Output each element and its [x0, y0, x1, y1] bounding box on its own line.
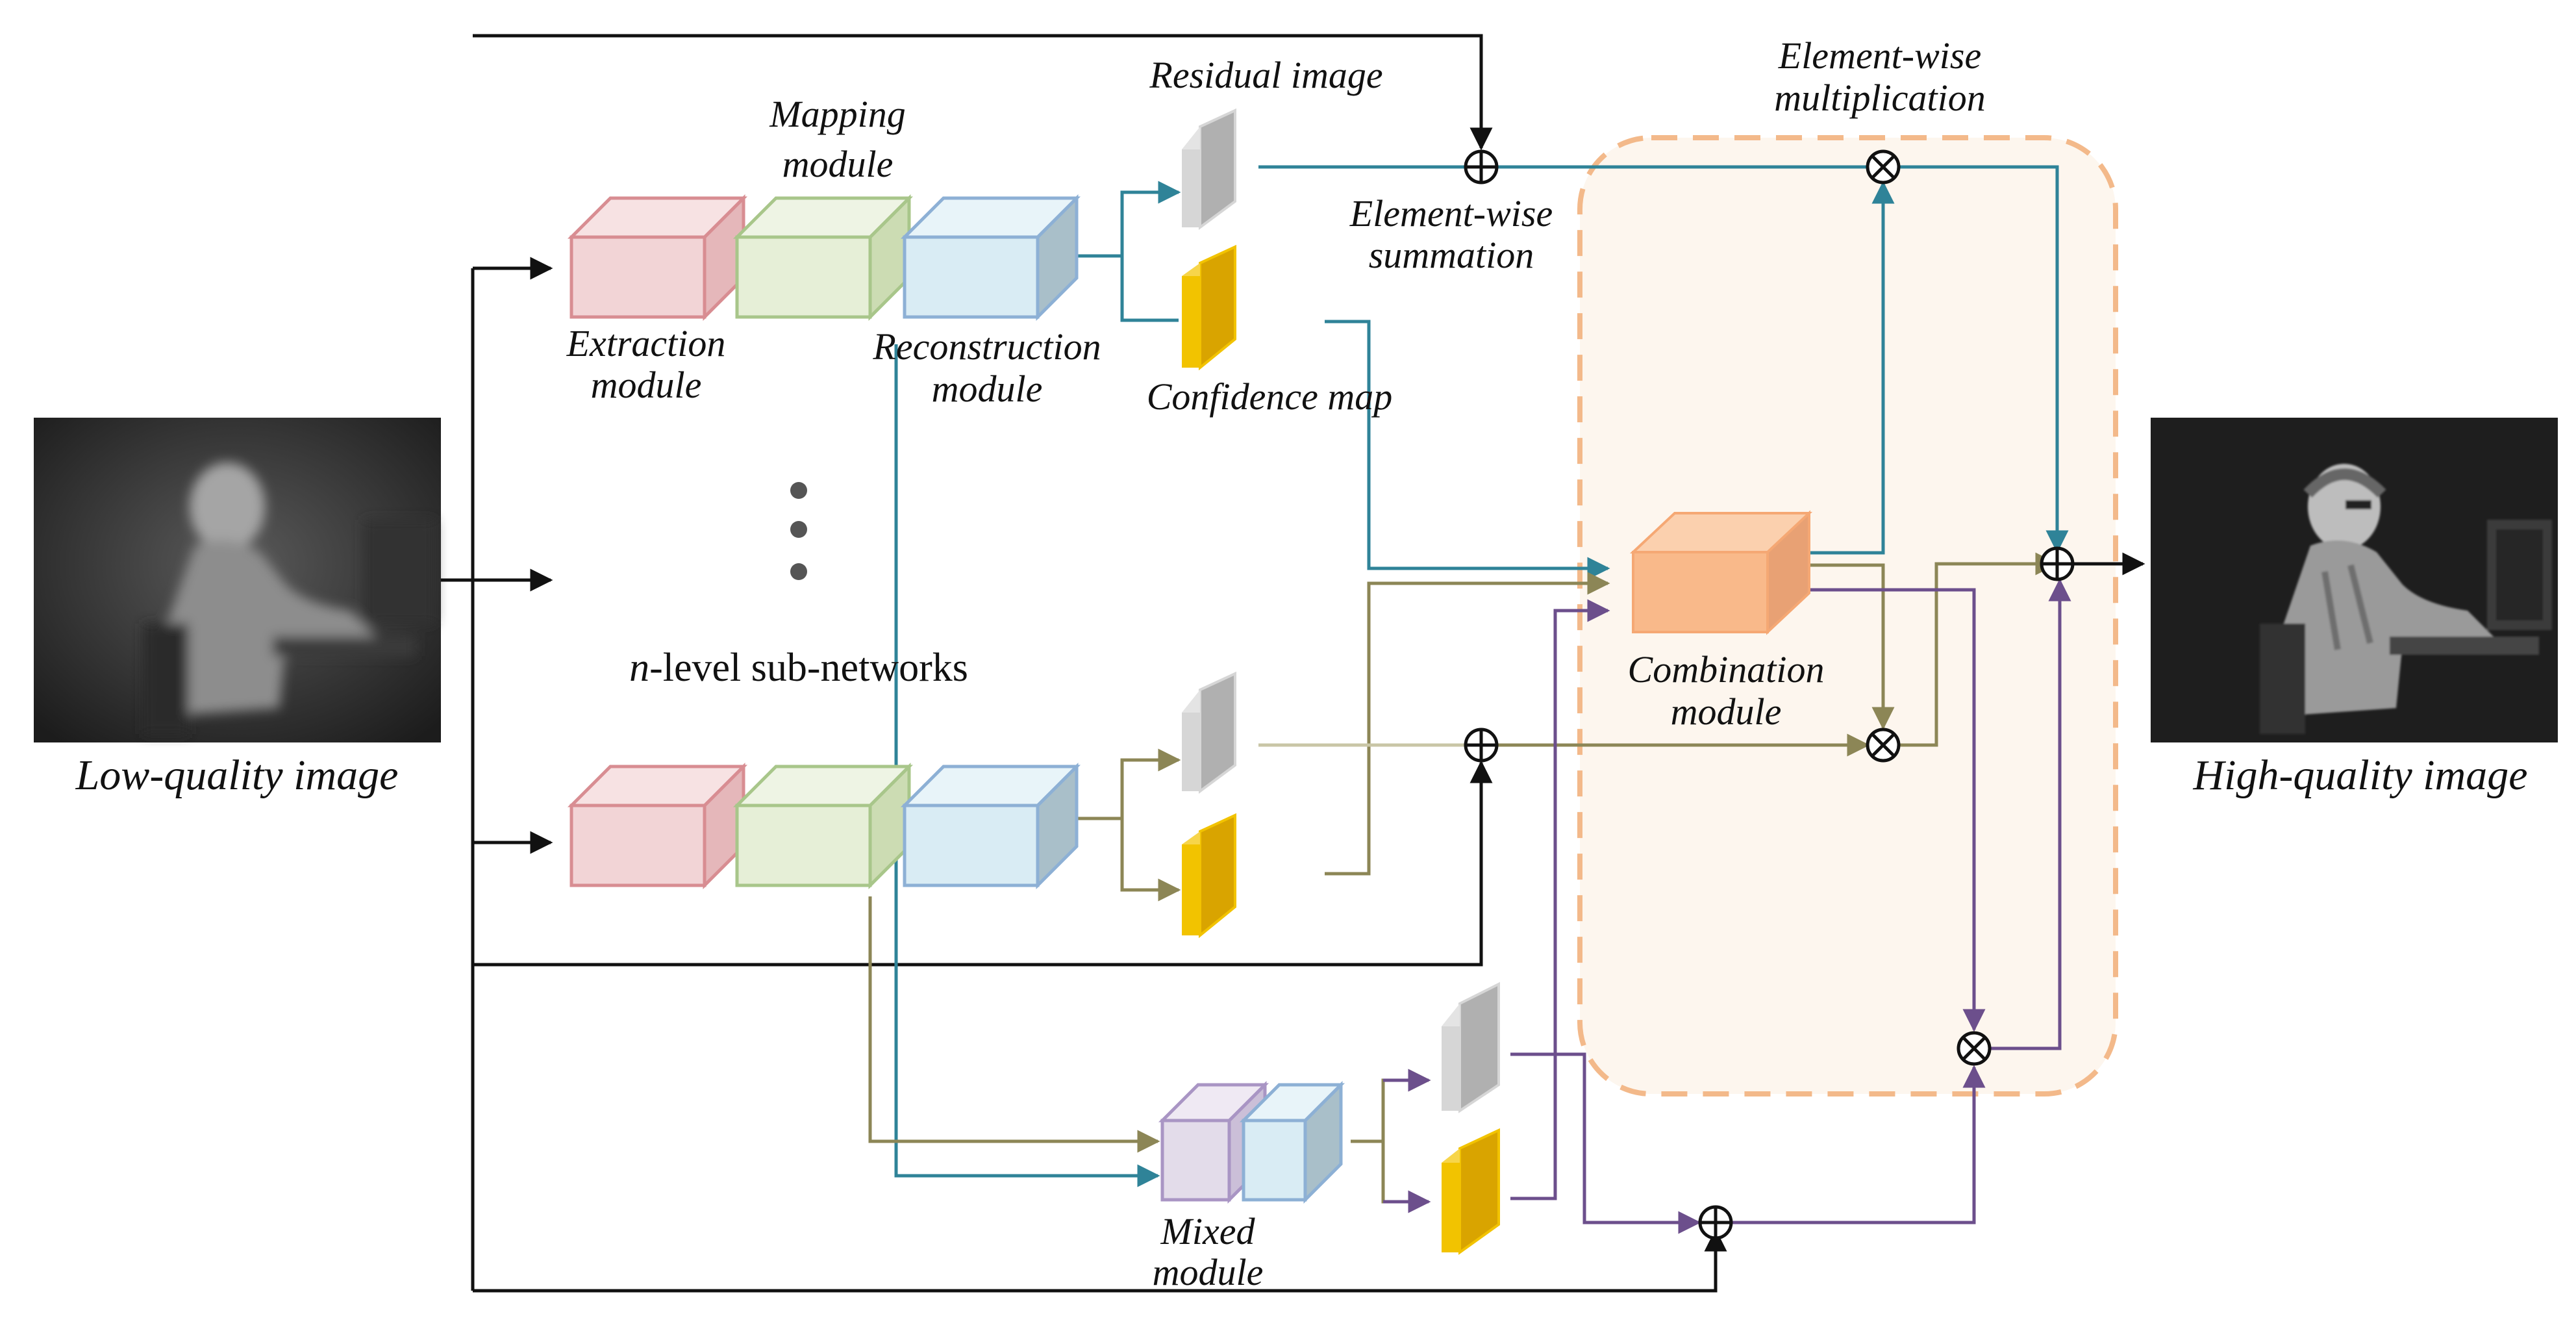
sum-operator-bottom: [1464, 728, 1499, 763]
ews-label-line2: summation: [1369, 234, 1534, 276]
high-quality-label: High-quality image: [2192, 752, 2527, 799]
reconstruction-module-bottom: [900, 762, 1081, 890]
multiply-operator-bottom: [1957, 1031, 1992, 1066]
mixed-module-blue-block: [1239, 1080, 1345, 1204]
combination-region: [1577, 135, 2118, 1096]
low-quality-label: Low-quality image: [75, 752, 399, 799]
sum-operator-mixed: [1698, 1205, 1733, 1240]
n-level-rest: -level sub-networks: [649, 646, 968, 690]
confidence-map-mixed: [1442, 1128, 1500, 1255]
black-connections: [441, 34, 2145, 1293]
confidence-map-top: [1182, 244, 1236, 371]
combination-module: [1629, 510, 1813, 635]
mixed-label-line1: Mixed: [1160, 1210, 1256, 1252]
confidence-map-label: Confidence map: [1147, 375, 1393, 418]
extraction-label-line2: module: [591, 364, 702, 406]
purple-connections: [1383, 578, 2071, 1234]
combination-label-line1: Combination: [1628, 648, 1825, 691]
teal-connections: [894, 165, 2069, 1187]
mixed-label-line2: module: [1153, 1251, 1264, 1293]
n-symbol: n: [629, 646, 649, 690]
multiply-operator-middle: [1866, 728, 1901, 763]
sum-operator-top: [1464, 149, 1499, 184]
mapping-module-bottom: [732, 762, 914, 890]
mapping-label-line1: Mapping: [769, 93, 905, 135]
residual-image-bottom: [1182, 671, 1236, 794]
confidence-map-bottom: [1182, 813, 1236, 939]
sum-operator-final: [2040, 546, 2075, 581]
residual-image-label: Residual image: [1149, 54, 1382, 96]
mapping-module-top: [732, 194, 914, 322]
reconstruction-module-top: [900, 194, 1081, 322]
extraction-module-top: [567, 194, 748, 322]
combination-label-line2: module: [1671, 691, 1782, 733]
extraction-module-bottom: [567, 762, 748, 890]
extraction-label-line1: Extraction: [566, 322, 726, 364]
reconstruction-label-line2: module: [932, 368, 1043, 410]
residual-image-top: [1182, 108, 1236, 230]
reconstruction-label-line1: Reconstruction: [872, 325, 1101, 368]
multiply-operator-top: [1866, 149, 1901, 184]
residual-image-mixed: [1442, 982, 1500, 1113]
ews-label-line1: Element-wise: [1349, 192, 1553, 234]
ewm-label-line1: Element-wise: [1778, 34, 1981, 77]
ewm-label-line2: multiplication: [1774, 77, 1985, 119]
high-quality-image: [2151, 418, 2558, 742]
n-level-label: n-level sub-networks: [629, 646, 968, 690]
mapping-label-line2: module: [782, 143, 894, 185]
ellipsis-dots: [790, 482, 807, 580]
low-quality-image: [34, 418, 441, 742]
